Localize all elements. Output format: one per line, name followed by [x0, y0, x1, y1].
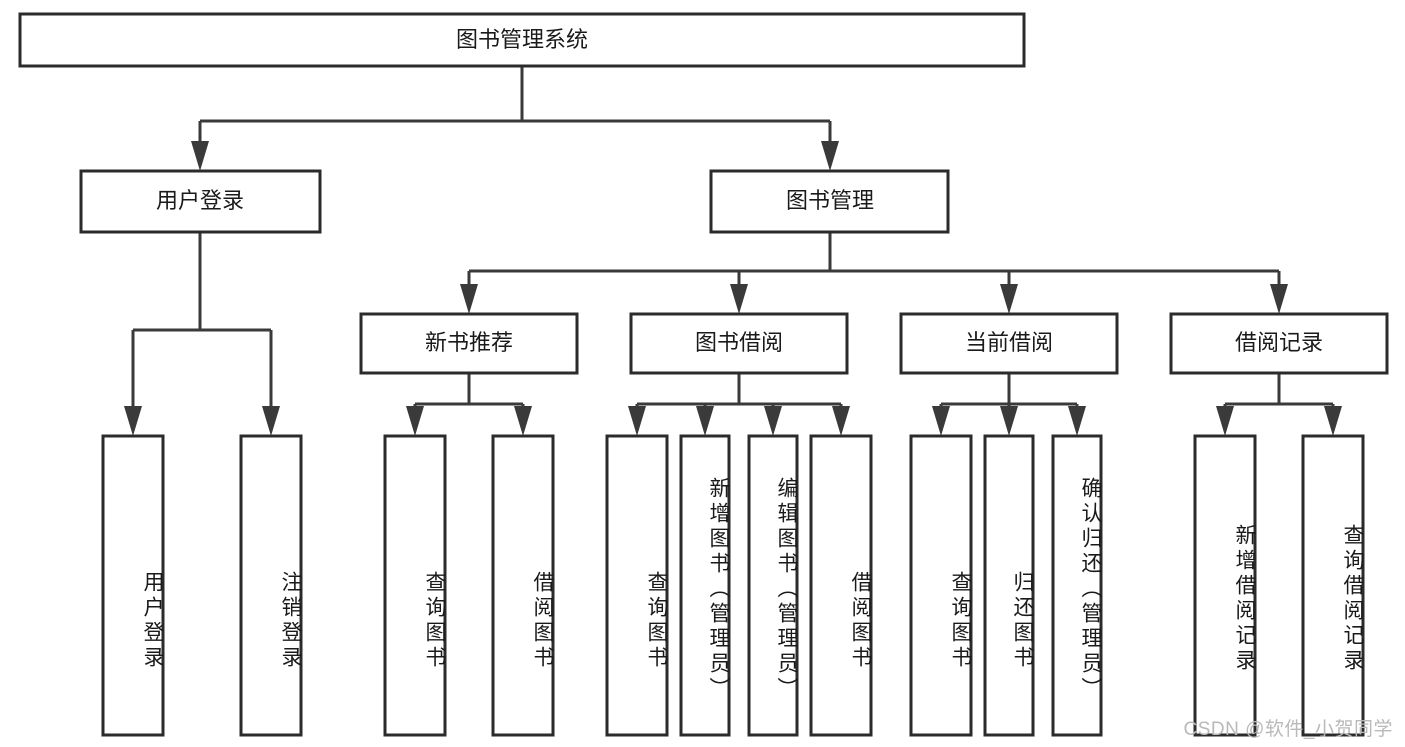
arrow-leaf-user-login — [124, 406, 142, 436]
arrow-leaf-borrow-book-2 — [832, 406, 850, 436]
watermark: CSDN @软件_小贺同学 — [1183, 719, 1393, 740]
leaf-confirm-return-box[interactable] — [1051, 434, 1103, 737]
node-book-manage[interactable]: 图书管理 — [709, 169, 950, 234]
node-current-borrow-box[interactable] — [899, 312, 1119, 375]
arrow-bookborrow — [730, 284, 748, 314]
node-new-book-rec-box[interactable] — [359, 312, 579, 375]
arrow-user-login — [191, 141, 209, 171]
arrow-leaf-query-book-1 — [406, 406, 424, 436]
arrow-leaf-query-record — [1324, 406, 1342, 436]
node-user-login[interactable]: 用户登录 — [79, 169, 322, 234]
node-book-borrow-box[interactable] — [629, 312, 849, 375]
node-book-manage-box[interactable] — [709, 169, 950, 234]
leaf-user-login-box[interactable] — [101, 434, 165, 737]
node-book-borrow[interactable]: 图书借阅 — [629, 312, 849, 375]
leaf-logout-box[interactable] — [239, 434, 303, 737]
node-new-book-rec-label: 新书推荐 — [425, 330, 513, 355]
arrow-currentborrow — [1000, 284, 1018, 314]
leaf-query-book-3-box[interactable] — [909, 434, 973, 737]
node-root-box[interactable] — [18, 12, 1026, 68]
node-current-borrow-label: 当前借阅 — [965, 330, 1053, 355]
arrow-borrowrecord — [1270, 284, 1288, 314]
leaf-borrow-book-2-box[interactable] — [809, 434, 873, 737]
leaf-add-record-box[interactable] — [1193, 434, 1257, 737]
node-book-borrow-label: 图书借阅 — [695, 330, 783, 355]
leaf-edit-book-box[interactable] — [747, 434, 799, 737]
node-borrow-record[interactable]: 借阅记录 — [1169, 312, 1389, 375]
leaf-query-book-1-box[interactable] — [383, 434, 447, 737]
arrow-leaf-edit-book — [764, 406, 782, 436]
arrow-leaf-query-book-2 — [628, 406, 646, 436]
leaf-query-book-2-box[interactable] — [605, 434, 669, 737]
arrow-leaf-confirm-return — [1068, 406, 1086, 436]
arrow-leaf-borrow-book-1 — [514, 406, 532, 436]
leaf-borrow-book-1-box[interactable] — [491, 434, 555, 737]
node-new-book-rec[interactable]: 新书推荐 — [359, 312, 579, 375]
leaf-query-record-box[interactable] — [1301, 434, 1365, 737]
arrow-leaf-query-book-3 — [932, 406, 950, 436]
connector-layer — [124, 66, 1342, 436]
node-current-borrow[interactable]: 当前借阅 — [899, 312, 1119, 375]
arrow-leaf-return-book — [1000, 406, 1018, 436]
arrow-leaf-add-book — [696, 406, 714, 436]
leaf-add-book-box[interactable] — [679, 434, 731, 737]
leaf-box-layer — [101, 434, 1365, 737]
arrow-leaf-logout — [262, 406, 280, 436]
arrow-newbook — [460, 284, 478, 314]
leaf-return-book-box[interactable] — [983, 434, 1035, 737]
arrow-leaf-add-record — [1216, 406, 1234, 436]
node-root-label: 图书管理系统 — [456, 27, 588, 52]
node-user-login-box[interactable] — [79, 169, 322, 234]
node-borrow-record-label: 借阅记录 — [1235, 330, 1323, 355]
node-book-manage-label: 图书管理 — [786, 188, 874, 213]
node-root[interactable]: 图书管理系统 — [18, 12, 1026, 68]
node-user-login-label: 用户登录 — [156, 188, 244, 213]
arrow-book-manage — [821, 141, 839, 171]
node-borrow-record-box[interactable] — [1169, 312, 1389, 375]
